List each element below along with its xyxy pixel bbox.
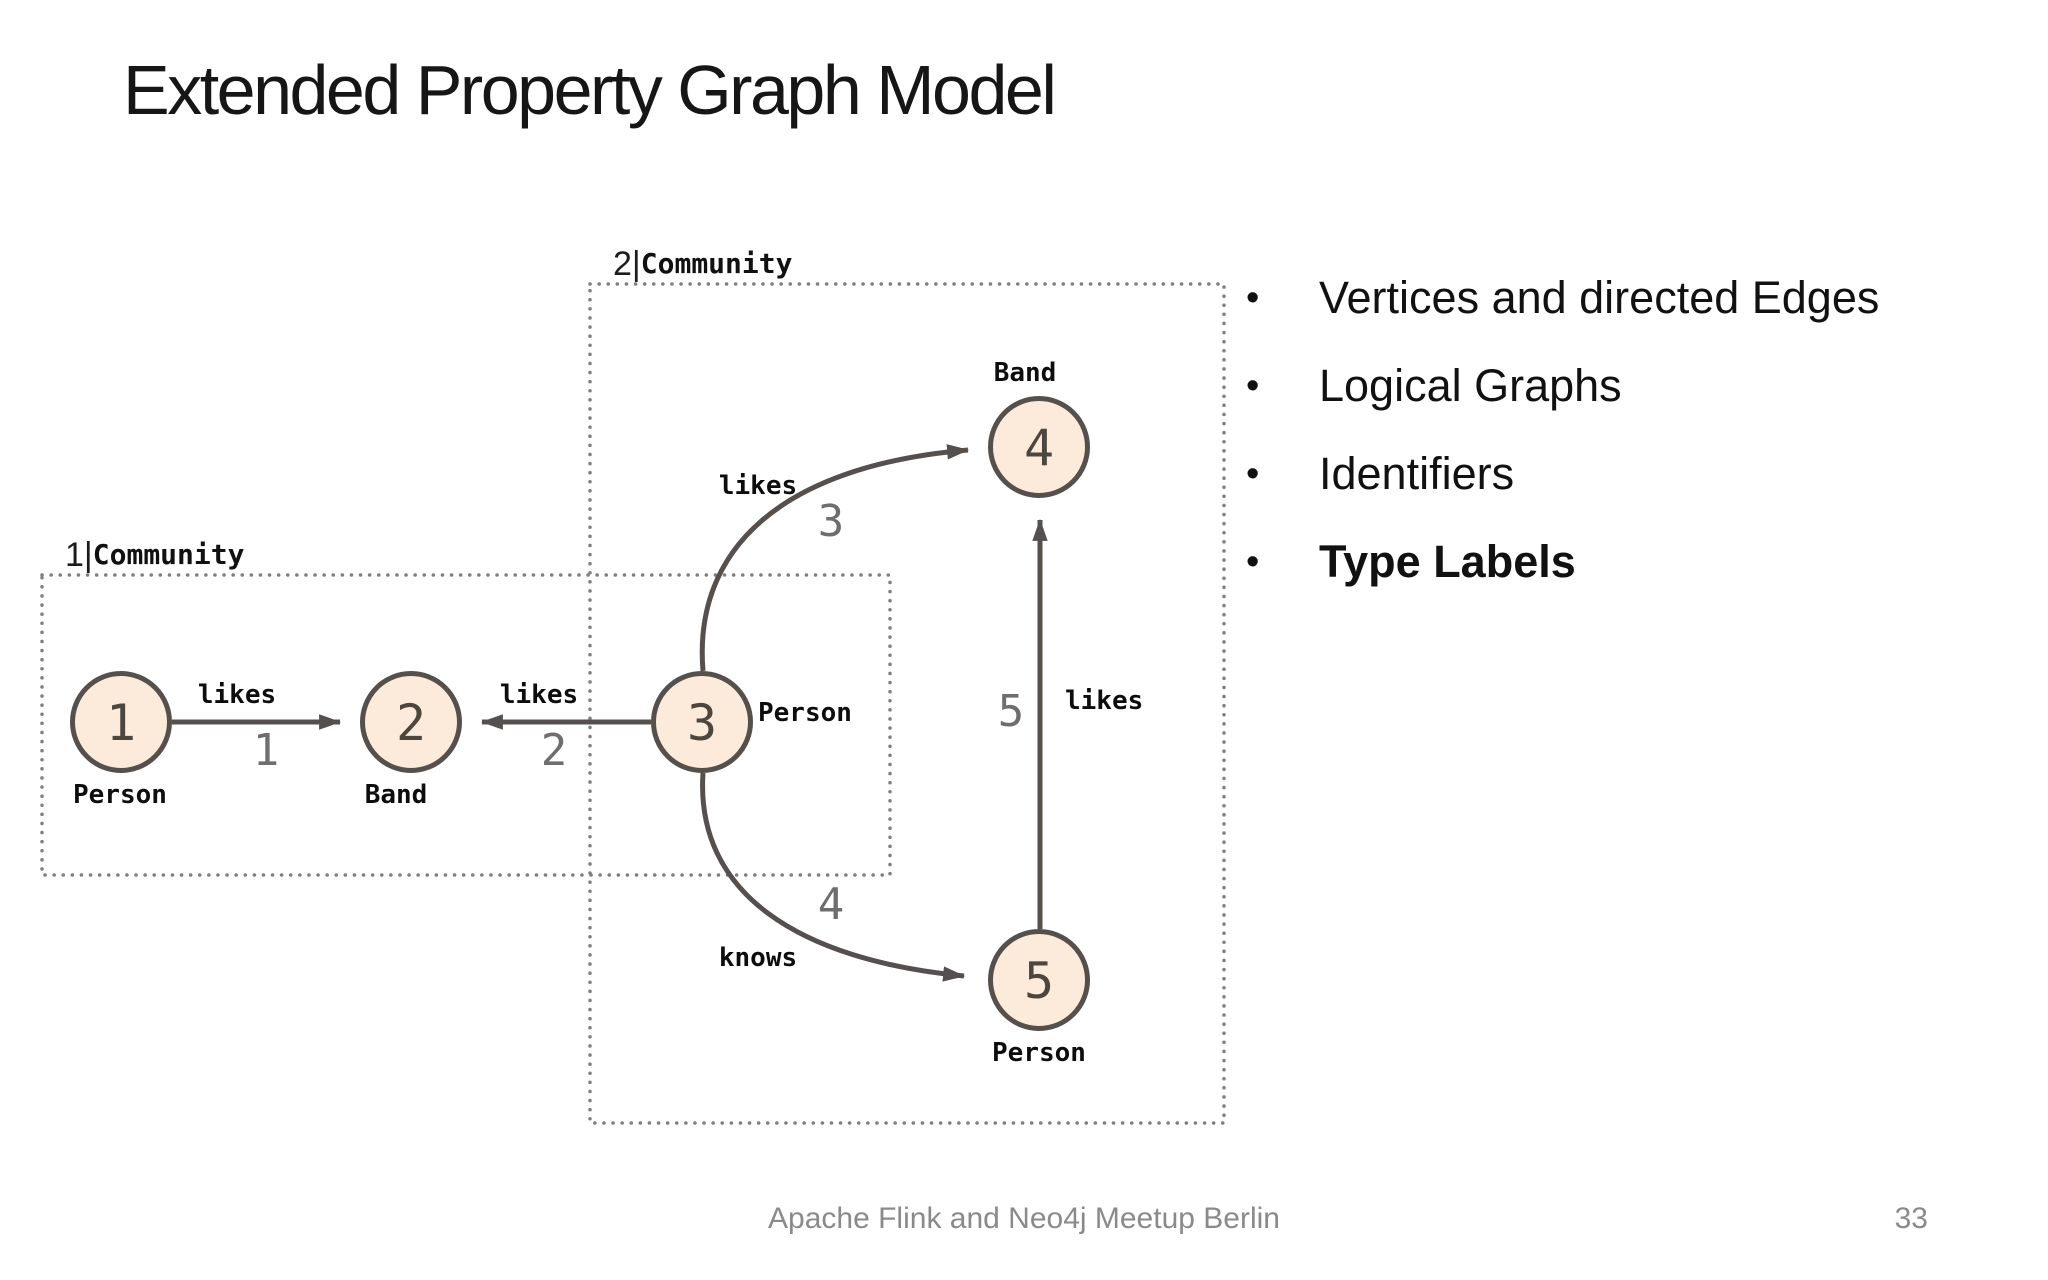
bullet-item-vertices-edges: • Vertices and directed Edges bbox=[1246, 254, 1879, 342]
node-3-id: 3 bbox=[687, 694, 717, 752]
node-2-id: 2 bbox=[396, 694, 426, 752]
edge-3-label: likes bbox=[719, 471, 797, 501]
bullet-dot: • bbox=[1246, 540, 1260, 583]
node-2 bbox=[360, 671, 462, 773]
footer-text: Apache Flink and Neo4j Meetup Berlin bbox=[768, 1202, 1280, 1235]
edge-1-number: 1 bbox=[253, 725, 280, 776]
community-1-box bbox=[40, 573, 892, 877]
bullet-item-type-labels: • Type Labels bbox=[1246, 518, 1879, 606]
edge-4-knows-curve bbox=[700, 772, 966, 982]
edge-5-label: likes bbox=[1065, 686, 1143, 716]
edge-4-label: knows bbox=[719, 943, 797, 973]
community-1-id: 1| bbox=[65, 536, 93, 574]
edge-1-label: likes bbox=[198, 680, 276, 710]
node-5-id: 5 bbox=[1024, 952, 1054, 1010]
page-number: 33 bbox=[1894, 1202, 1928, 1235]
node-1-type-label: Person bbox=[73, 780, 167, 810]
community-2-id: 2| bbox=[613, 245, 641, 283]
bullet-dot: • bbox=[1246, 276, 1260, 319]
bullet-dot: • bbox=[1246, 452, 1260, 495]
edge-2-label: likes bbox=[500, 680, 578, 710]
node-3 bbox=[651, 671, 753, 773]
bullet-label: Type Labels bbox=[1319, 536, 1576, 587]
node-4 bbox=[988, 396, 1090, 498]
node-1 bbox=[70, 671, 172, 773]
edge-3-number: 3 bbox=[818, 496, 845, 547]
node-5 bbox=[988, 929, 1090, 1031]
bullet-list: • Vertices and directed Edges • Logical … bbox=[1246, 254, 1879, 606]
bullet-item-logical-graphs: • Logical Graphs bbox=[1246, 342, 1879, 430]
node-4-id: 4 bbox=[1024, 419, 1054, 477]
node-4-type-label: Band bbox=[994, 358, 1057, 388]
edge-4-number: 4 bbox=[818, 879, 845, 930]
community-1-label: 1|Community bbox=[65, 536, 245, 574]
node-2-type-label: Band bbox=[365, 780, 428, 810]
community-2-name: Community bbox=[641, 247, 793, 280]
bullet-label: Vertices and directed Edges bbox=[1319, 272, 1880, 323]
bullet-label: Logical Graphs bbox=[1319, 360, 1622, 411]
node-1-id: 1 bbox=[106, 694, 136, 752]
community-1-name: Community bbox=[93, 538, 245, 571]
node-3-type-label: Person bbox=[758, 698, 852, 728]
edge-2-number: 2 bbox=[541, 725, 568, 776]
edge-3-likes-curve bbox=[699, 444, 970, 672]
edge-5-number: 5 bbox=[998, 686, 1025, 737]
node-5-type-label: Person bbox=[992, 1038, 1086, 1068]
bullet-item-identifiers: • Identifiers bbox=[1246, 430, 1879, 518]
page-title: Extended Property Graph Model bbox=[123, 51, 1057, 129]
bullet-dot: • bbox=[1246, 364, 1260, 407]
community-2-label: 2|Community bbox=[613, 245, 793, 283]
community-2-box bbox=[588, 282, 1226, 1125]
bullet-label: Identifiers bbox=[1319, 448, 1515, 499]
